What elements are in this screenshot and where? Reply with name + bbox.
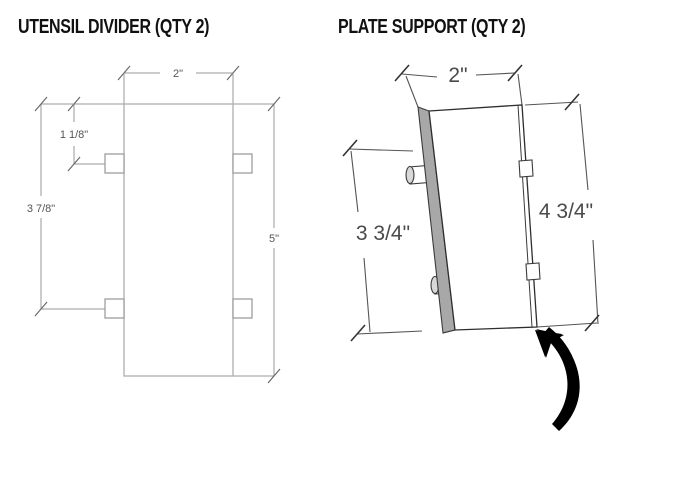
dimension-utensil-tab-offset: 1 1/8" xyxy=(60,96,124,172)
tab-right-bottom xyxy=(232,298,253,319)
dimension-label-utensil-width: 2" xyxy=(173,68,183,80)
dimension-label-plate-short-height: 3 3/4" xyxy=(356,222,410,245)
plate-support-body xyxy=(428,104,538,331)
annotation-arrow-icon xyxy=(535,327,580,431)
plate-support-drawing: 2" 4 3/4" 3 3/4" xyxy=(342,64,600,431)
panel-plate-support: PLATE SUPPORT (QTY 2) 2" xyxy=(330,0,682,492)
dimension-label-plate-long-height: 4 3/4" xyxy=(539,200,593,223)
dimension-plate-width: 2" xyxy=(394,64,523,108)
tab-left-bottom xyxy=(104,298,125,319)
tab-left-top xyxy=(104,153,125,174)
tab-3d-right-bottom xyxy=(525,262,541,281)
dimension-plate-long-height: 4 3/4" xyxy=(524,93,600,332)
tab-right-top xyxy=(232,153,253,174)
plate-bottom-thickness xyxy=(442,329,456,334)
dimension-plate-short-height: 3 3/4" xyxy=(342,139,423,342)
tab-3d-right-top xyxy=(518,159,534,178)
plate-edge-score-line xyxy=(517,104,533,328)
panel-title-plate-support: PLATE SUPPORT (QTY 2) xyxy=(338,16,526,38)
dimension-label-utensil-tab-span: 3 7/8" xyxy=(27,203,55,215)
dimension-utensil-width: 2" xyxy=(117,65,240,104)
utensil-divider-drawing: 2" 1 1/8" xyxy=(27,65,281,384)
panel-utensil-divider: UTENSIL DIVIDER (QTY 2) 2" xyxy=(0,0,330,492)
panel-title-utensil-divider: UTENSIL DIVIDER (QTY 2) xyxy=(18,16,210,38)
dimension-label-plate-width: 2" xyxy=(448,64,467,87)
utensil-divider-body xyxy=(123,103,234,377)
dimension-utensil-tab-span: 3 7/8" xyxy=(27,96,105,317)
dimension-label-utensil-height: 5" xyxy=(269,233,279,245)
dimension-utensil-height: 5" xyxy=(233,96,281,384)
dimension-label-utensil-tab-offset: 1 1/8" xyxy=(60,129,88,141)
